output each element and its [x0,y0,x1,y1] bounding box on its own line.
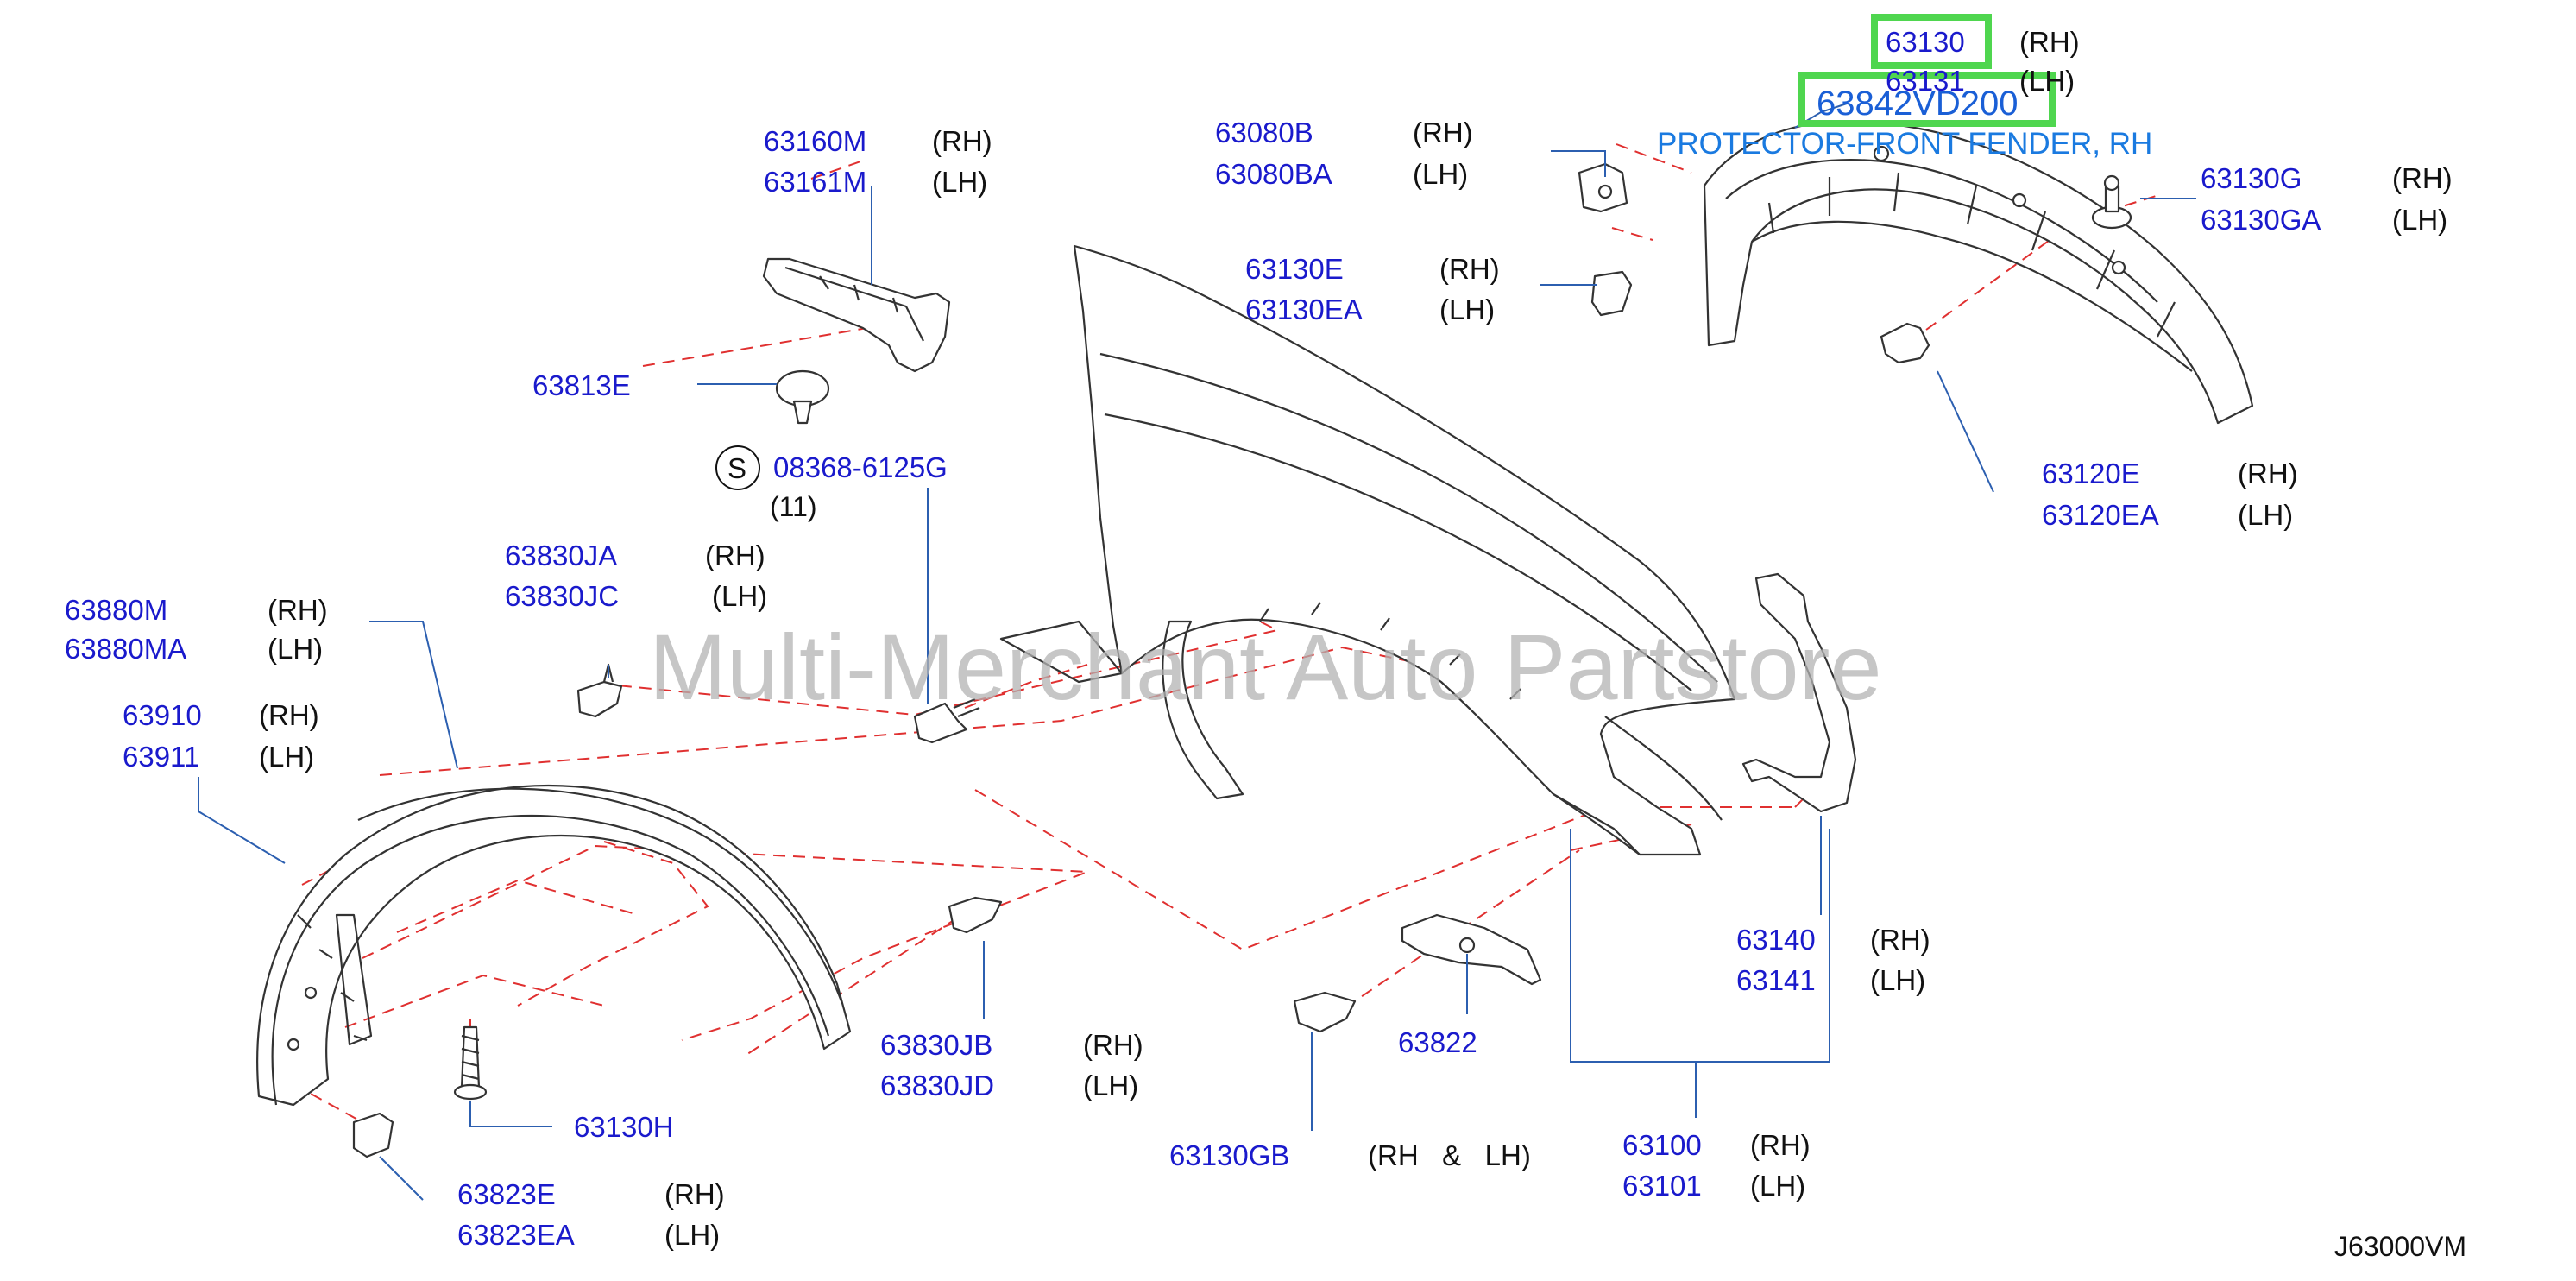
callout-side: (LH) [1413,158,1468,190]
callout-part-number[interactable]: 63830JA [505,540,617,571]
highlighted-part-description: PROTECTOR-FRONT FENDER, RH [1657,127,2152,161]
callout-part-number[interactable]: 63823E [457,1178,556,1210]
callout-side: (RH) [1750,1129,1811,1161]
clip-63130g[interactable] [2091,174,2132,230]
callout-part-number[interactable]: 63120E [2042,458,2140,489]
callout-part-number[interactable]: 63131 [1886,65,1965,97]
callout-part-number[interactable]: 63130GB [1169,1139,1289,1171]
fastener-symbol-letter: S [727,452,746,484]
leader-lines [198,103,2196,1201]
callout-side: (RH) [1413,117,1473,148]
callout-part-number[interactable]: 63130G [2201,162,2302,194]
callout-side: (RH) [932,125,992,157]
fender-seal-63140[interactable] [1741,572,1857,813]
callout-side: (RH) [664,1178,725,1210]
callout-part-number[interactable]: 63823EA [457,1219,575,1251]
callout-side: (RH) [2392,162,2453,194]
callout-side: (LH) [712,580,767,612]
fastener-symbol-circle [715,445,760,490]
wheel-arch-moulding[interactable] [256,784,852,1107]
callout-part-number[interactable]: 63130GA [2201,204,2321,236]
clip-63830jb[interactable] [948,896,1003,934]
callout-part-number[interactable]: 63822 [1398,1026,1477,1058]
callout-part-number[interactable]: 63910 [123,699,202,731]
bracket-63120e[interactable] [1880,322,1930,364]
clip-63823e[interactable] [352,1112,394,1158]
callout-side: (RH) [2238,458,2298,489]
callout-side: (LH) [1750,1170,1805,1202]
callout-side: (LH) [259,741,314,773]
callout-part-number[interactable]: 63160M [764,125,866,157]
highlight-box-63842vd200 [1798,72,2056,127]
callout-side: (RH) [268,594,328,626]
callout-part-number[interactable]: 63880M [65,594,167,626]
callout-side: (LH) [2019,65,2075,97]
callout-part-number[interactable]: 63101 [1622,1170,1702,1202]
callout-part-number[interactable]: 63120EA [2042,499,2159,531]
callout-side: (RH & LH) [1368,1139,1531,1171]
clip-63080b[interactable] [1578,162,1628,213]
callout-part-number[interactable]: 63830JD [880,1070,994,1101]
clip-63830ja[interactable] [576,663,623,718]
clip-63130e[interactable] [1590,270,1633,317]
callout-side: (LH) [2392,204,2447,236]
highlight-boxes [1798,14,2056,127]
callout-side: (RH) [259,699,319,731]
callout-part-number[interactable]: 63080B [1215,117,1313,148]
highlight-box-63130 [1871,14,1992,69]
watermark: Multi-Merchant Auto Partstore [649,615,1882,719]
callout-part-number[interactable]: 63130EA [1245,293,1363,325]
callout-quantity: (11) [770,491,817,522]
callout-part-number[interactable]: 63880MA [65,633,186,665]
clip-63130gb[interactable] [1293,991,1357,1033]
callout-part-number[interactable]: 63130 [1886,26,1965,58]
callout-side: (RH) [1870,924,1930,956]
callout-part-number[interactable]: 63130E [1245,253,1344,285]
callout-part-number[interactable]: 63100 [1622,1129,1702,1161]
callout-side: (RH) [2019,26,2080,58]
callout-side: (LH) [268,633,323,665]
screw-bolt[interactable] [913,697,980,744]
callout-part-number[interactable]: 63141 [1736,964,1816,996]
callout-part-number[interactable]: 63830JC [505,580,619,612]
callout-side: (LH) [1439,293,1495,325]
callout-labels: 63130 (RH) 63131 (LH) 63160M (RH) 63161M… [65,26,2453,1251]
front-fender-protector[interactable] [1703,120,2254,425]
bracket-63822[interactable] [1401,913,1542,986]
front-fender-panel[interactable] [999,244,1736,856]
callout-part-number[interactable]: 63080BA [1215,158,1332,190]
highlighted-part-number[interactable]: 63842VD200 [1817,85,2019,123]
clip-63813e[interactable] [775,369,830,425]
fender-bracket-upper[interactable] [762,257,951,373]
callout-part-number[interactable]: 08368-6125G [773,451,948,483]
callout-side: (LH) [1083,1070,1138,1101]
callout-side: (RH) [1083,1029,1143,1061]
callout-part-number[interactable]: 63140 [1736,924,1816,956]
callout-side: (LH) [664,1219,720,1251]
callout-side: (RH) [705,540,765,571]
callout-part-number[interactable]: 63161M [764,166,866,198]
drawing-code: J63000VM [2334,1231,2466,1262]
callout-part-number[interactable]: 63130H [574,1111,674,1143]
callout-part-number[interactable]: 63830JB [880,1029,992,1061]
callout-part-number[interactable]: 63911 [123,741,199,773]
screw-63130h[interactable] [453,1025,488,1101]
callout-side: (LH) [2238,499,2293,531]
callout-side: (LH) [1870,964,1925,996]
callout-side: (LH) [932,166,987,198]
callout-part-number[interactable]: 63813E [532,369,631,401]
callout-side: (RH) [1439,253,1500,285]
